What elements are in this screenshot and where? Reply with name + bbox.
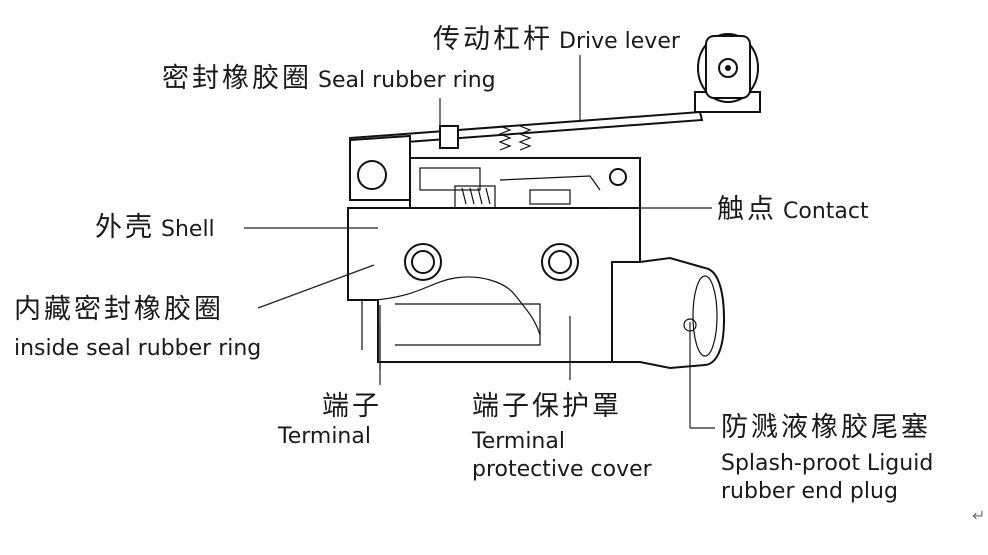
label-seal-ring-en: Seal rubber ring — [318, 68, 496, 93]
label-terminal-cover-en-1: Terminal — [472, 429, 565, 454]
label-inside-seal-en: inside seal rubber ring — [14, 336, 262, 361]
label-inside-seal-zh: 内藏密封橡胶圈 — [14, 294, 224, 325]
label-contact-zh: 触点 — [717, 194, 777, 225]
label-terminal-zh: 端子 — [322, 391, 382, 422]
return-mark: ↵ — [972, 506, 986, 525]
label-drive-lever-en: Drive lever — [559, 29, 680, 54]
label-terminal-en: Terminal — [278, 424, 371, 449]
leader-lines — [244, 55, 715, 429]
label-terminal-cover-en-2: protective cover — [472, 457, 652, 482]
label-end-plug-zh: 防溅液橡胶尾塞 — [721, 412, 931, 443]
label-contact-en: Contact — [783, 199, 869, 224]
label-terminal-cover-zh: 端子保护罩 — [472, 391, 622, 422]
end-plug — [611, 256, 726, 370]
upper-housing — [349, 125, 641, 211]
shell-body — [347, 207, 641, 370]
label-shell-en: Shell — [161, 217, 215, 242]
label-shell-zh: 外壳 — [95, 212, 155, 243]
roller — [697, 33, 759, 103]
drive-lever — [348, 91, 761, 148]
label-end-plug-en-2: rubber end plug — [721, 479, 898, 504]
label-seal-ring-zh: 密封橡胶圈 — [162, 63, 312, 94]
label-drive-lever-zh: 传动杠杆 — [433, 24, 553, 55]
label-end-plug-en-1: Splash-proot Liguid — [721, 451, 934, 476]
